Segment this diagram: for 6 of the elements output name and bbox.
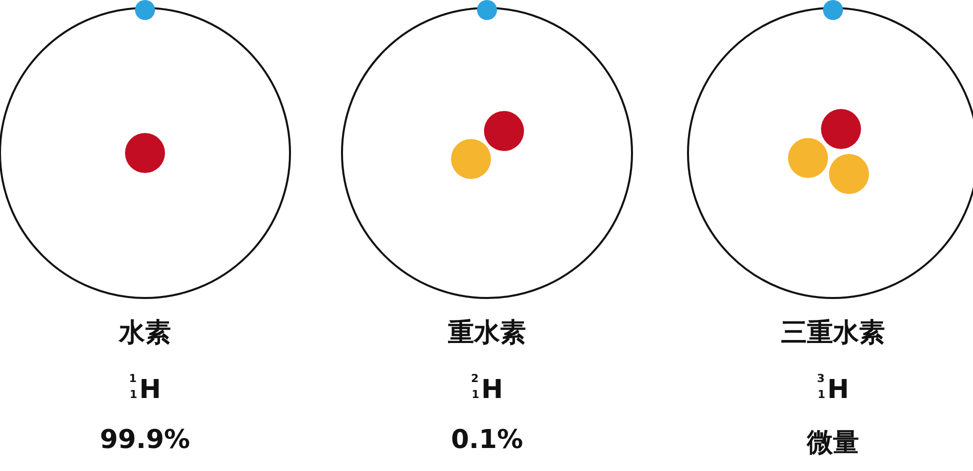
abundance-value: 99.9% <box>98 425 192 455</box>
abundance-value: 0.1% <box>450 425 524 455</box>
abundance-value: 微量 <box>806 427 860 460</box>
element-name: 三重水素 <box>780 317 886 350</box>
element-name: 水素 <box>118 317 172 350</box>
element-name: 重水素 <box>447 317 527 350</box>
